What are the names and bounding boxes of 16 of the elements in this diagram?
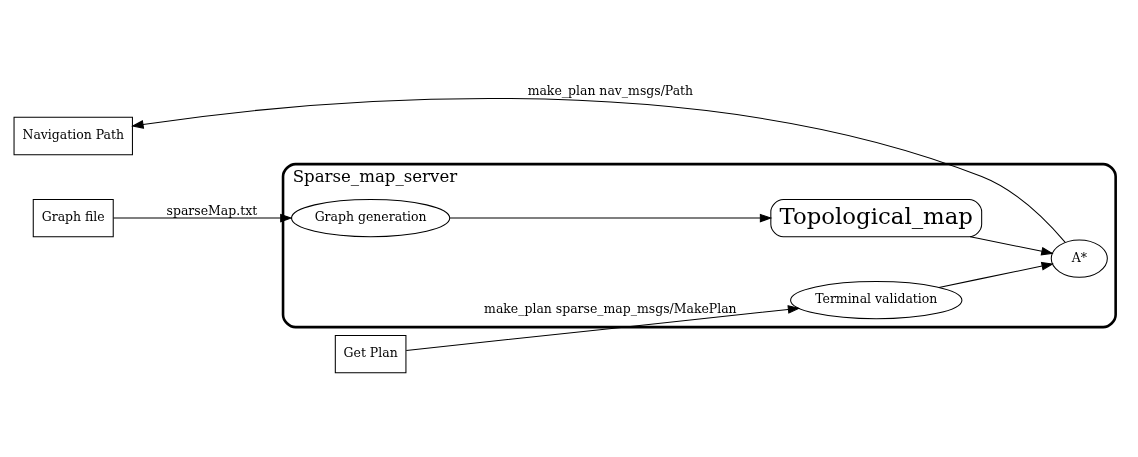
arrow — [131, 97, 1066, 243]
node-ellipse: Terminal validation — [790, 280, 963, 319]
edge-label: make_plan sparse_map_msgs/MakePlan — [484, 300, 737, 316]
node-box: Navigation Path — [13, 116, 133, 155]
arrow — [938, 261, 1054, 288]
edge-label: make_plan nav_msgs/Path — [527, 82, 694, 98]
node-box: Topological_map — [770, 198, 983, 237]
node-box: Graph file — [32, 198, 114, 237]
arrow — [449, 213, 773, 222]
node-ellipse: A* — [1050, 238, 1108, 278]
arrow — [405, 304, 801, 351]
arrow — [113, 213, 293, 222]
node-ellipse: Graph generation — [291, 198, 451, 237]
edge-label: sparseMap.txt — [166, 202, 258, 218]
arrow — [969, 235, 1054, 255]
node-box: Get Plan — [334, 334, 407, 373]
